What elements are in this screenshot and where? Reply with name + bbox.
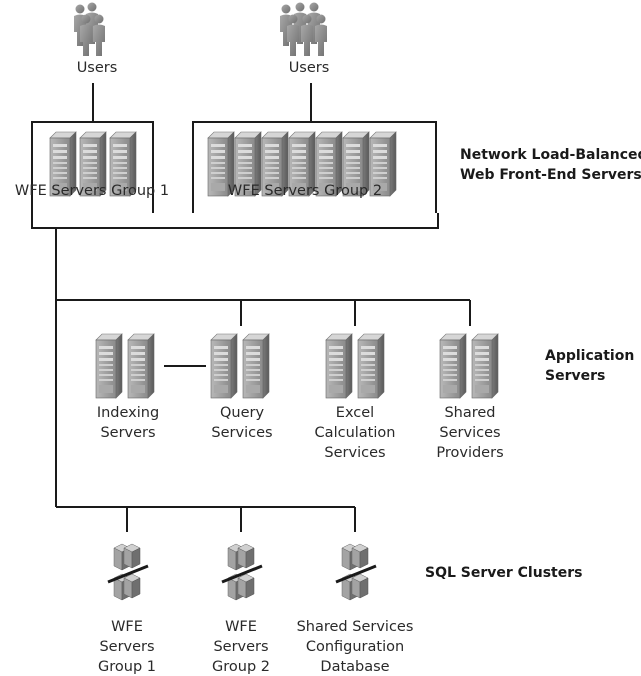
sql-cluster-label-line3: Group 2 — [212, 659, 270, 675]
app-server-label-line2: Servers — [100, 425, 156, 441]
wfe-section-title-line1: Network Load-Balanced — [460, 147, 641, 163]
app-server-label-line1: Indexing — [96, 405, 160, 421]
app-server-label-line1: Shared — [444, 405, 496, 421]
sql-cluster-label-line1: WFE — [225, 619, 257, 635]
excel-calculation-services-icon — [325, 333, 385, 399]
users-left-label: Users — [76, 60, 118, 76]
wfe-section-title-line2: Web Front-End Servers — [460, 167, 641, 183]
sql-cluster-label-line1: WFE — [111, 619, 143, 635]
app-server-label-line3: Services — [324, 445, 386, 461]
wfe-group-1-label: WFE Servers Group 1 — [14, 183, 170, 199]
app-server-label-line1: Query — [219, 405, 265, 421]
sql-cluster-label-line1: Shared Services — [296, 619, 414, 635]
sql-section-title: SQL Server Clusters — [425, 565, 583, 581]
connector-lines — [31, 83, 471, 532]
users-right-icon — [280, 2, 327, 56]
shared-services-providers-icon — [439, 333, 499, 399]
sql-cluster-label-line2: Configuration — [305, 639, 405, 655]
query-services-icon — [210, 333, 270, 399]
wfe-group-2-label: WFE Servers Group 2 — [227, 183, 383, 199]
sql-cluster-label-line3: Database — [320, 659, 390, 675]
app-server-label-line3: Providers — [436, 445, 504, 461]
sql-cluster-label-line3: Group 1 — [98, 659, 156, 675]
sql-cluster-label-line2: Servers — [99, 639, 155, 655]
sql-cluster-label-line2: Servers — [213, 639, 269, 655]
app-section-title-line1: Application — [545, 348, 635, 364]
indexing-servers-icon — [95, 333, 155, 399]
app-server-label-line2: Services — [439, 425, 501, 441]
users-right-label: Users — [288, 60, 330, 76]
app-section-title-line2: Servers — [545, 368, 606, 384]
sql-cluster-shared-services-icon — [334, 542, 378, 602]
sql-cluster-wfe-group-2-icon — [220, 542, 264, 602]
users-left-icon — [74, 2, 105, 56]
app-server-label-line1: Excel — [335, 405, 375, 421]
app-server-label-line2: Calculation — [314, 425, 396, 441]
sql-cluster-wfe-group-1-icon — [106, 542, 150, 602]
app-server-label-line2: Services — [211, 425, 273, 441]
